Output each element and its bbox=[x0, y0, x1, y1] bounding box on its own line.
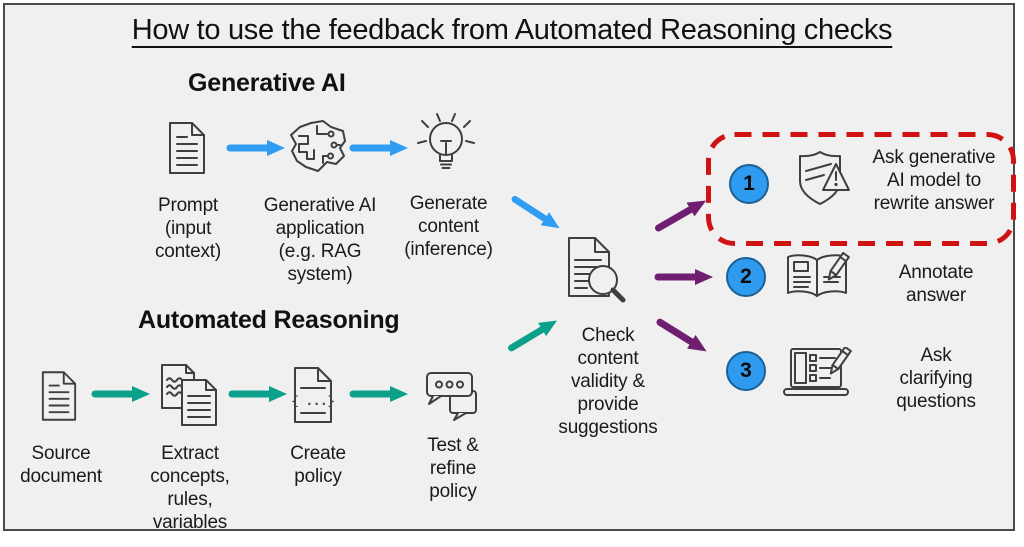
arrow-up-right-icon bbox=[503, 311, 563, 358]
chat-bubbles-icon bbox=[414, 371, 478, 421]
outcome-number: 2 bbox=[740, 265, 752, 288]
laptop-checklist-icon bbox=[782, 347, 852, 399]
shield-warning-icon bbox=[793, 149, 853, 207]
highlight-dashed-box bbox=[705, 131, 1017, 252]
step-label: Test & refine policy bbox=[427, 435, 479, 502]
arrow-right-icon bbox=[654, 267, 714, 287]
documents-extract-icon bbox=[159, 363, 219, 427]
outcome-number-badge: 3 bbox=[726, 351, 766, 391]
outcome-label: Ask clarifying questions bbox=[896, 345, 976, 412]
document-icon bbox=[40, 369, 78, 423]
step-label: Generative AI application (e.g. RAG syst… bbox=[263, 195, 377, 285]
lightbulb-icon bbox=[415, 112, 477, 180]
outcome-number-badge: 2 bbox=[726, 257, 766, 297]
step-label: Extract concepts, rules, variables bbox=[150, 443, 230, 533]
arrow-up-right-icon bbox=[650, 191, 712, 238]
outcome-label: Ask generative AI model to rewrite answe… bbox=[872, 147, 996, 214]
step-label: Source document bbox=[20, 443, 102, 487]
arrow-right-icon bbox=[228, 384, 288, 404]
arrow-right-icon bbox=[226, 138, 286, 158]
automated-reasoning-header: Automated Reasoning bbox=[138, 306, 400, 334]
document-magnifier-icon bbox=[565, 236, 627, 310]
step-label: Prompt (input context) bbox=[155, 195, 221, 262]
step-label: Create policy bbox=[290, 443, 346, 487]
arrow-down-right-icon bbox=[506, 189, 566, 237]
neural-network-icon bbox=[287, 119, 349, 175]
policy-document-icon: { ...} bbox=[292, 366, 334, 424]
page-title: How to use the feedback from Automated R… bbox=[131, 14, 893, 46]
arrow-down-right-icon bbox=[651, 312, 712, 361]
outcome-number: 3 bbox=[740, 359, 752, 382]
document-icon bbox=[167, 121, 207, 175]
outcome-number: 1 bbox=[743, 172, 755, 195]
arrow-right-icon bbox=[349, 384, 409, 404]
step-label: Generate content (inference) bbox=[404, 193, 493, 260]
arrow-right-icon bbox=[91, 384, 151, 404]
check-step-label: Check content validity & provide suggest… bbox=[558, 325, 658, 438]
generative-ai-header: Generative AI bbox=[188, 69, 346, 97]
policy-glyph: { ...} bbox=[292, 394, 334, 408]
book-pencil-icon bbox=[784, 251, 850, 303]
outcome-label: Annotate answer bbox=[898, 262, 974, 306]
arrow-right-icon bbox=[349, 138, 409, 158]
outcome-number-badge: 1 bbox=[729, 164, 769, 204]
